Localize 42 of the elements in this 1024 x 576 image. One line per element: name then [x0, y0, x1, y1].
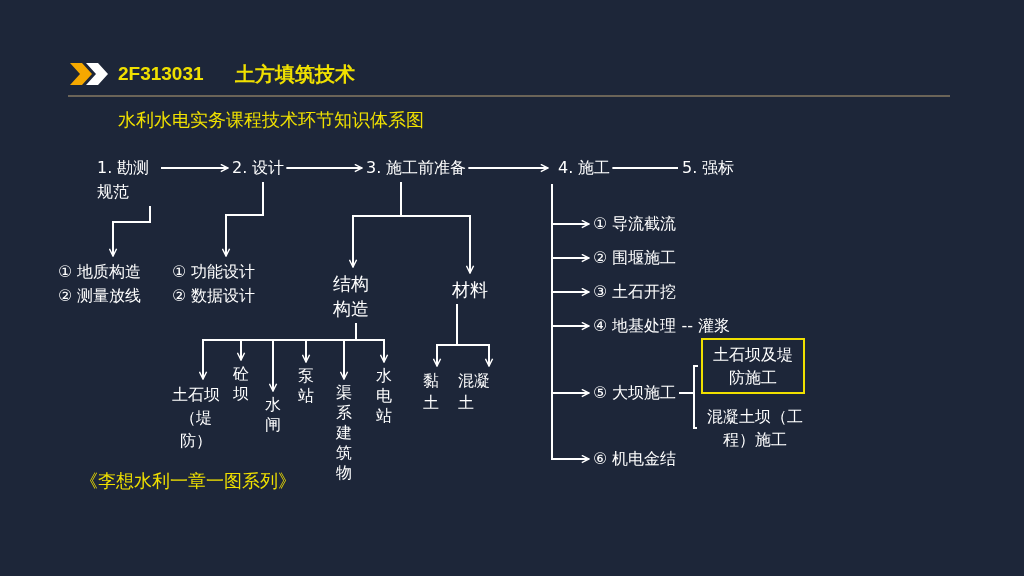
step-label: 4. 施工 — [552, 156, 611, 180]
structure-label: 水电站 — [376, 366, 392, 426]
highlighted-box: 土石坝及堤防施工 — [701, 338, 805, 394]
arrow — [221, 181, 264, 257]
item-text: ① 功能设计 — [172, 261, 256, 283]
series-caption: 《李想水利一章一图系列》 — [80, 469, 296, 493]
structure-label: 水闸 — [265, 395, 281, 435]
step-label: 5. 强标 — [682, 156, 735, 180]
arrow — [355, 322, 389, 363]
arrow — [160, 163, 229, 173]
dam-type-label: 混凝土坝（工程）施工 — [700, 405, 810, 451]
arrow — [551, 183, 590, 464]
connector-line — [678, 392, 698, 429]
structure-label: 渠系建筑物 — [336, 383, 352, 483]
task-label: ⑤ 大坝施工 — [593, 381, 677, 405]
arrow — [108, 205, 151, 257]
task-label: ① 导流截流 — [593, 212, 677, 236]
step-label: 2. 设计 — [232, 156, 285, 180]
diagram-title: 水利水电实务课程技术环节知识体系图 — [118, 108, 424, 132]
step-label: 1. 勘测规范 — [97, 156, 159, 204]
section-heading: 土方填筑技术 — [235, 61, 355, 87]
structure-label: 土石坝（堤防） — [170, 383, 222, 452]
item-text: ① 地质构造 — [58, 261, 142, 283]
arrow — [285, 163, 363, 173]
arrow — [456, 303, 494, 367]
task-label: ③ 土石开挖 — [593, 280, 677, 304]
item-text: ② 测量放线 — [58, 285, 142, 307]
arrow — [400, 181, 475, 274]
category-label: 材料 — [452, 277, 488, 302]
task-label: ② 围堰施工 — [593, 246, 677, 270]
step-label: 3. 施工前准备 — [366, 156, 467, 180]
task-label: ⑥ 机电金结 — [593, 447, 677, 471]
structure-label: 砼坝 — [233, 364, 249, 404]
structure-label: 泵站 — [298, 366, 314, 406]
section-code: 2F313031 — [118, 62, 204, 86]
item-text: ② 数据设计 — [172, 285, 256, 307]
task-label: ④ 地基处理 -- 灌浆 — [593, 314, 731, 338]
material-label: 混凝土 — [458, 370, 490, 415]
connector-line — [611, 167, 679, 169]
material-label: 黏土 — [423, 370, 439, 415]
arrow — [467, 163, 549, 173]
category-label: 结构构造 — [333, 271, 373, 321]
